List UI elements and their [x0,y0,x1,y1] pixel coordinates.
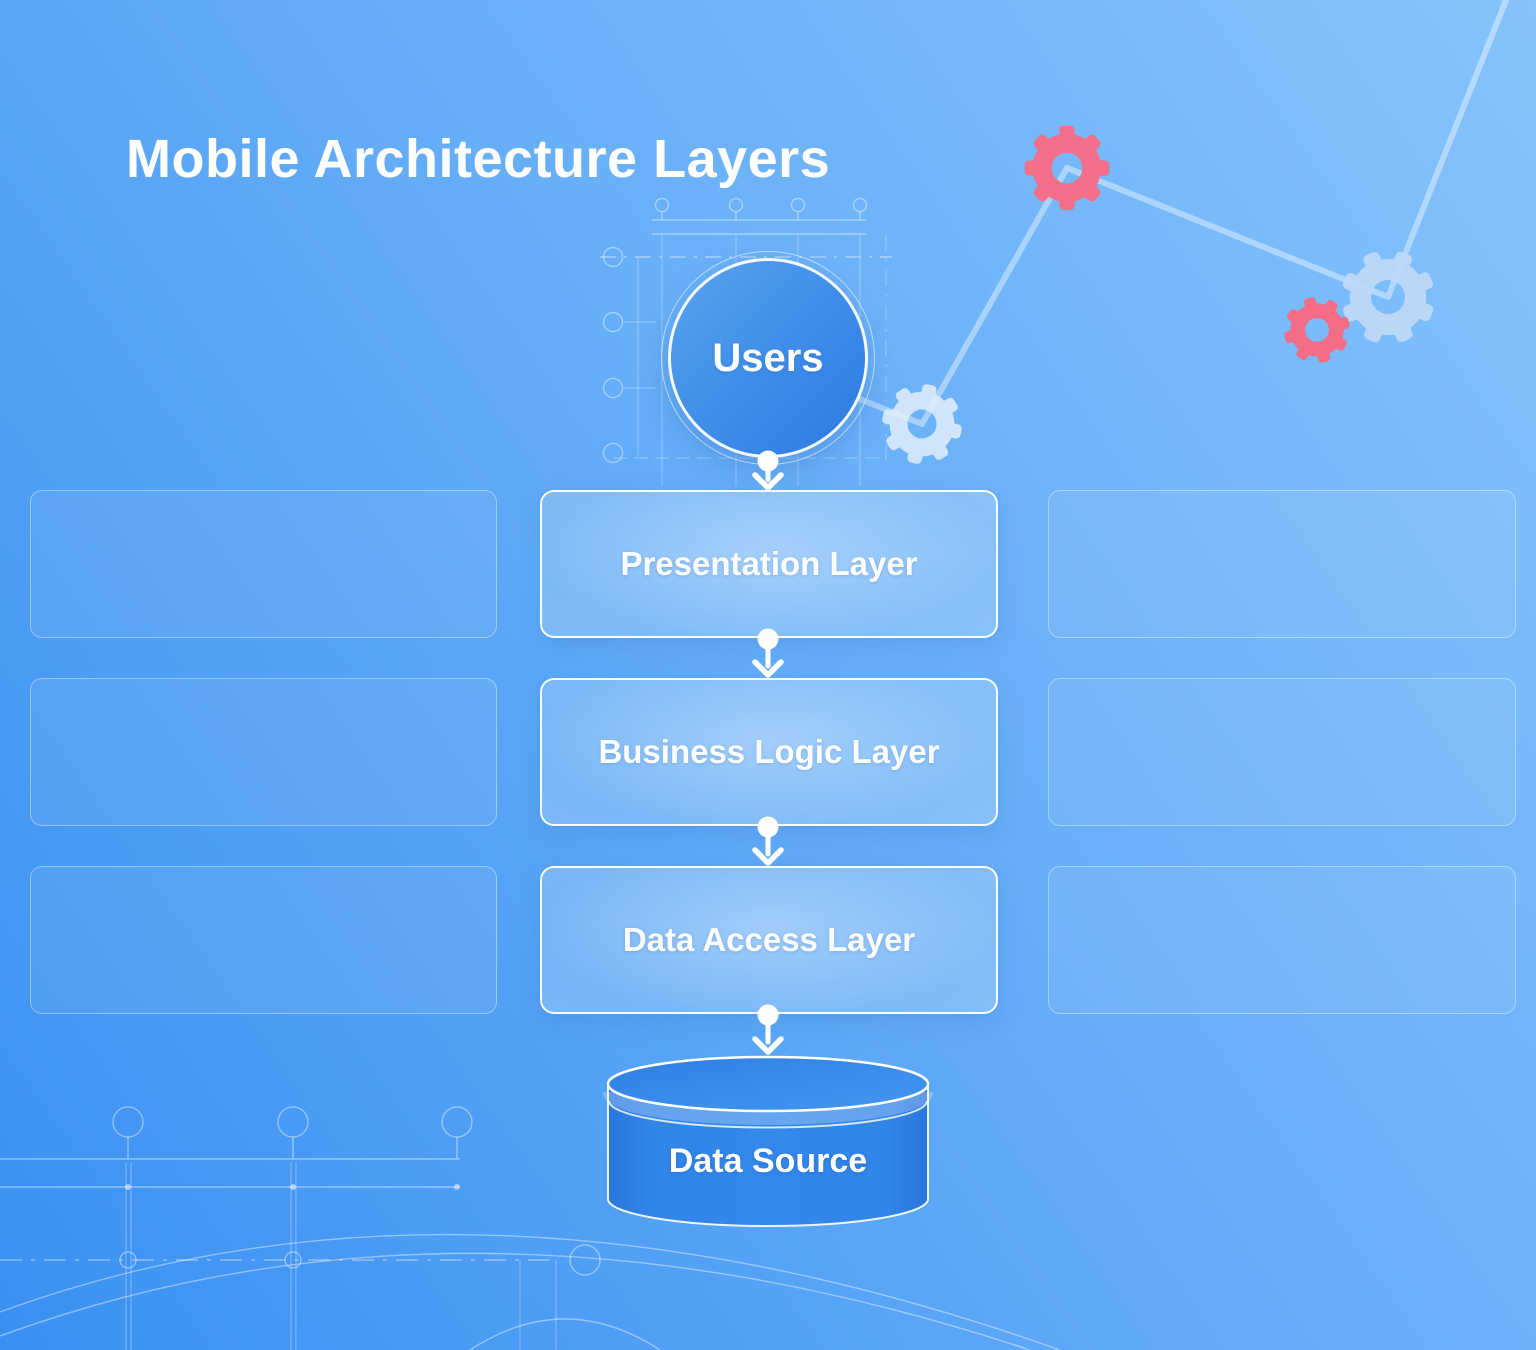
gear-icon-pink-small [1277,290,1357,370]
page-title: Mobile Architecture Layers [126,129,831,189]
layer-box-label: Business Logic Layer [598,733,940,770]
layer-box-presentation: Presentation Layer [540,490,998,638]
users-node: Users [661,251,875,465]
layer-box-label: Data Access Layer [622,921,916,958]
gear-icon-pink-large [1025,126,1110,211]
placeholder-box-left-3 [30,866,497,1014]
placeholder-box-left-2 [30,678,497,826]
placeholder-box-right-2 [1048,678,1516,826]
layer-box-data-access: Data Access Layer [540,866,998,1014]
layer-box-label: Presentation Layer [620,545,918,582]
network-line [849,0,1510,427]
layer-box-business-logic: Business Logic Layer [540,678,998,826]
gear-icon-blue-large [1327,236,1449,358]
placeholder-box-right-3 [1048,866,1516,1014]
gear-icon-frost [875,377,970,472]
placeholder-box-right-1 [1048,490,1516,638]
users-node-label: Users [712,335,824,380]
data-source-label: Data Source [668,1142,868,1180]
placeholder-box-left-1 [30,490,497,638]
